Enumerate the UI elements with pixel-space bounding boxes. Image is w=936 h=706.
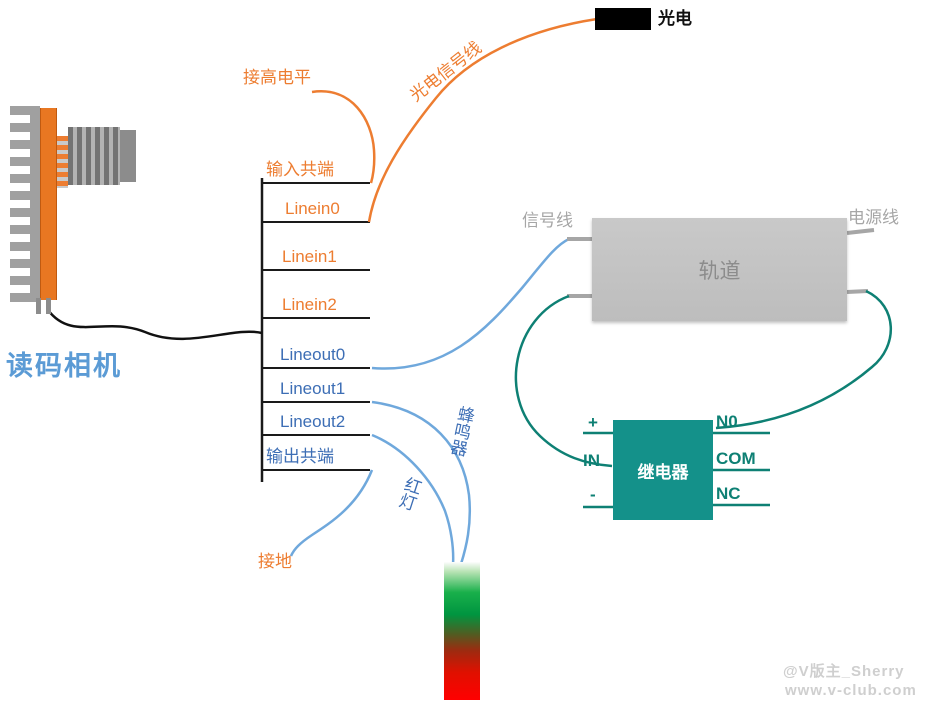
- relay-label: 继电器: [637, 462, 689, 482]
- high-level-wire: [311, 90, 376, 184]
- high-level-label: 接高电平: [243, 68, 311, 87]
- relay-in-wire: [514, 294, 613, 468]
- terminal-lineout2: Lineout2: [280, 412, 346, 431]
- terminal-lineout1: Lineout1: [280, 379, 346, 398]
- watermark-line2: www.v-club.com: [785, 682, 917, 699]
- camera-heatsink-fins: [10, 106, 32, 302]
- watermark-line1: @V版主_Sherry: [783, 663, 905, 680]
- buzzer-wire: [371, 400, 472, 565]
- photoelectric-label: 光电: [658, 9, 692, 28]
- terminal-linein1: Linein1: [282, 247, 337, 266]
- camera-connector-pins: [57, 136, 68, 188]
- camera-heatsink-spine: [30, 106, 40, 302]
- terminal-linein0: Linein0: [285, 199, 340, 218]
- camera-label: 读码相机: [6, 351, 122, 381]
- ground-wire: [289, 469, 374, 557]
- relay-pin-lines: [583, 431, 770, 509]
- terminal-output-common: 输出共端: [266, 447, 334, 466]
- relay-pin-no: N0: [716, 412, 738, 431]
- relay-pin-in: IN: [583, 451, 600, 470]
- track-label: 轨道: [698, 259, 741, 283]
- photoelectric-sensor-box: [595, 8, 651, 30]
- camera-lens-cap: [120, 130, 136, 182]
- terminal-linein2: Linein2: [282, 295, 337, 314]
- camera-body: [40, 108, 57, 300]
- track-stubs: [567, 228, 875, 298]
- camera-lens-barrel: [68, 127, 120, 185]
- relay-pin-plus: +: [588, 413, 598, 432]
- relay-no-wire: [715, 289, 893, 430]
- lineout0-signal-wire: [371, 237, 570, 370]
- red-light-wire: [371, 433, 455, 566]
- camera-leg: [36, 298, 41, 314]
- relay-pin-minus: -: [590, 485, 596, 504]
- terminal-lineout0: Lineout0: [280, 345, 346, 364]
- relay-box: 继电器: [613, 420, 713, 520]
- photoelectric-signal-wire: [367, 17, 598, 223]
- terminal-ticks: [262, 182, 370, 471]
- relay-pin-com: COM: [716, 449, 756, 468]
- signal-line-label: 信号线: [522, 211, 573, 230]
- power-line-label: 电源线: [848, 208, 899, 227]
- track-box: 轨道: [592, 218, 847, 321]
- camera-leg: [46, 298, 51, 314]
- camera-wire: [47, 309, 263, 341]
- relay-pin-nc: NC: [716, 484, 741, 503]
- terminal-input-common: 输入共端: [266, 160, 334, 179]
- ground-label: 接地: [258, 552, 292, 571]
- tower-light: [444, 562, 480, 700]
